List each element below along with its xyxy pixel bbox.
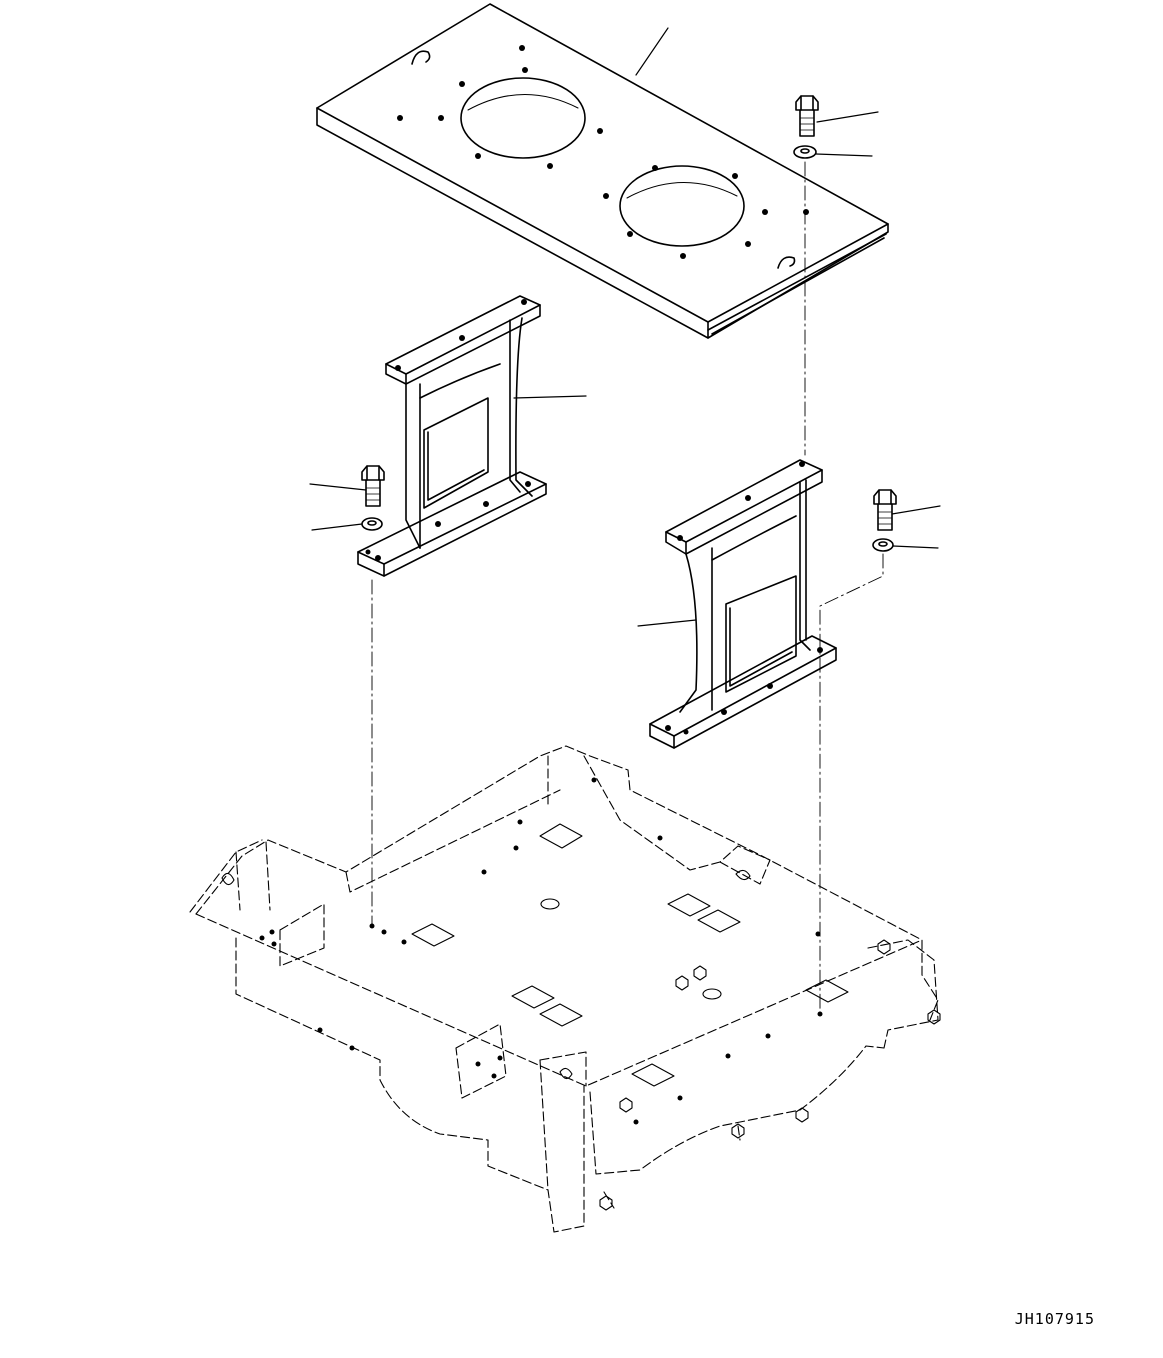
plate-opening-2	[619, 165, 745, 247]
leader-line-right-bracket	[637, 619, 697, 627]
right-bracket	[637, 459, 837, 749]
frame-holes	[259, 777, 823, 1125]
leader-line-bolt-left	[309, 483, 367, 491]
washer-right	[872, 538, 894, 552]
drawing-reference-code: JH107915	[1014, 1310, 1095, 1328]
bolt-right	[873, 489, 897, 531]
left-bracket	[357, 295, 587, 577]
base-frame	[189, 745, 939, 1233]
leader-line-left-bracket	[513, 395, 587, 399]
washer-top	[793, 145, 817, 159]
plate-hook-2	[777, 256, 796, 269]
leader-line-top-plate	[635, 27, 669, 76]
leader-line-washer-top	[815, 153, 873, 157]
bolt-top	[795, 95, 819, 137]
leader-line-bolt-top	[816, 111, 879, 123]
plate-holes	[397, 45, 809, 259]
washer-left	[361, 517, 383, 531]
centerline-right	[819, 553, 884, 1016]
top-plate	[316, 3, 889, 339]
leader-line-washer-right	[892, 545, 939, 549]
plate-opening-1	[460, 77, 586, 159]
leader-line-washer-left	[311, 523, 363, 531]
leader-line-bolt-right	[891, 505, 941, 515]
plate-hook-1	[411, 50, 431, 65]
bolt-left	[361, 465, 385, 507]
frame-details	[411, 823, 941, 1211]
